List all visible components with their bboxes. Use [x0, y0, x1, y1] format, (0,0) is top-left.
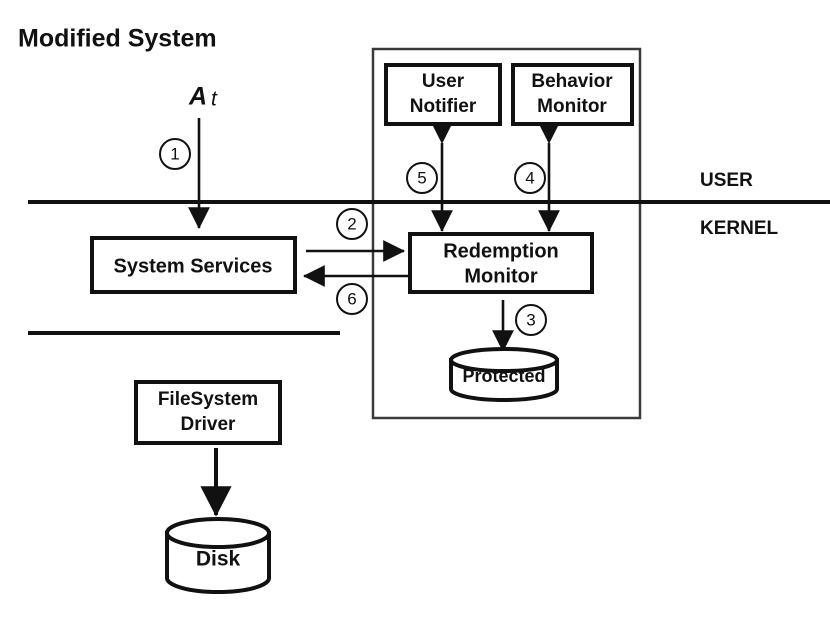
disk-store-label: Disk [196, 548, 241, 571]
protected-cylinder-top [449, 347, 559, 373]
node-user-notifier[interactable]: User Notifier [384, 63, 502, 126]
system-services-box[interactable] [90, 236, 297, 294]
step-marker-1: 1 [159, 138, 191, 170]
step-number-3: 3 [526, 310, 535, 329]
step-marker-4: 4 [514, 162, 546, 194]
step-circle-5 [406, 162, 438, 194]
filesystem-driver-label-line2: Driver [181, 414, 237, 435]
node-filesystem-driver[interactable]: FileSystem Driver [134, 380, 282, 445]
user-mode-label: USER [700, 170, 753, 191]
redemption-monitor-label-line1: Redemption [443, 240, 559, 262]
step-number-2: 2 [347, 214, 356, 233]
node-protected-store[interactable]: Protected [449, 347, 559, 402]
disk-cylinder-top [165, 517, 271, 549]
behavior-monitor-label-line2: Monitor [537, 96, 607, 117]
api-call-label: A t [188, 83, 218, 111]
user-notifier-box[interactable] [384, 63, 502, 126]
node-redemption-monitor[interactable]: Redemption Monitor [408, 232, 594, 294]
step-circle-6 [336, 283, 368, 315]
redemption-monitor-label-line2: Monitor [464, 265, 538, 287]
behavior-monitor-box[interactable] [511, 63, 634, 126]
step-number-4: 4 [525, 168, 534, 187]
redemption-monitor-box[interactable] [408, 232, 594, 294]
step-number-6: 6 [347, 289, 356, 308]
monitor-subsystem-panel [371, 47, 642, 420]
api-call-prefix: A [188, 83, 207, 111]
page-title: Modified System [18, 25, 217, 53]
kernel-mode-label: KERNEL [700, 218, 779, 239]
step-marker-6: 6 [336, 283, 368, 315]
api-call-suffix: t [211, 88, 218, 111]
user-notifier-label-line2: Notifier [410, 96, 477, 117]
step-number-1: 1 [170, 144, 179, 163]
filesystem-driver-box[interactable] [134, 380, 282, 445]
filesystem-driver-label-line1: FileSystem [158, 389, 258, 410]
system-services-label: System Services [113, 255, 272, 277]
step-marker-5: 5 [406, 162, 438, 194]
node-system-services[interactable]: System Services [90, 236, 297, 294]
step-circle-4 [514, 162, 546, 194]
node-disk-store[interactable]: Disk [165, 517, 271, 594]
node-behavior-monitor[interactable]: Behavior Monitor [511, 63, 634, 126]
step-number-5: 5 [417, 168, 426, 187]
disk-cylinder-body[interactable] [165, 531, 271, 594]
step-circle-1 [159, 138, 191, 170]
behavior-monitor-label-line1: Behavior [531, 71, 613, 92]
step-circle-3 [515, 304, 547, 336]
step-circle-2 [336, 208, 368, 240]
protected-store-label: Protected [462, 366, 545, 386]
step-marker-3: 3 [515, 304, 547, 336]
user-notifier-label-line1: User [422, 71, 465, 92]
step-marker-2: 2 [336, 208, 368, 240]
